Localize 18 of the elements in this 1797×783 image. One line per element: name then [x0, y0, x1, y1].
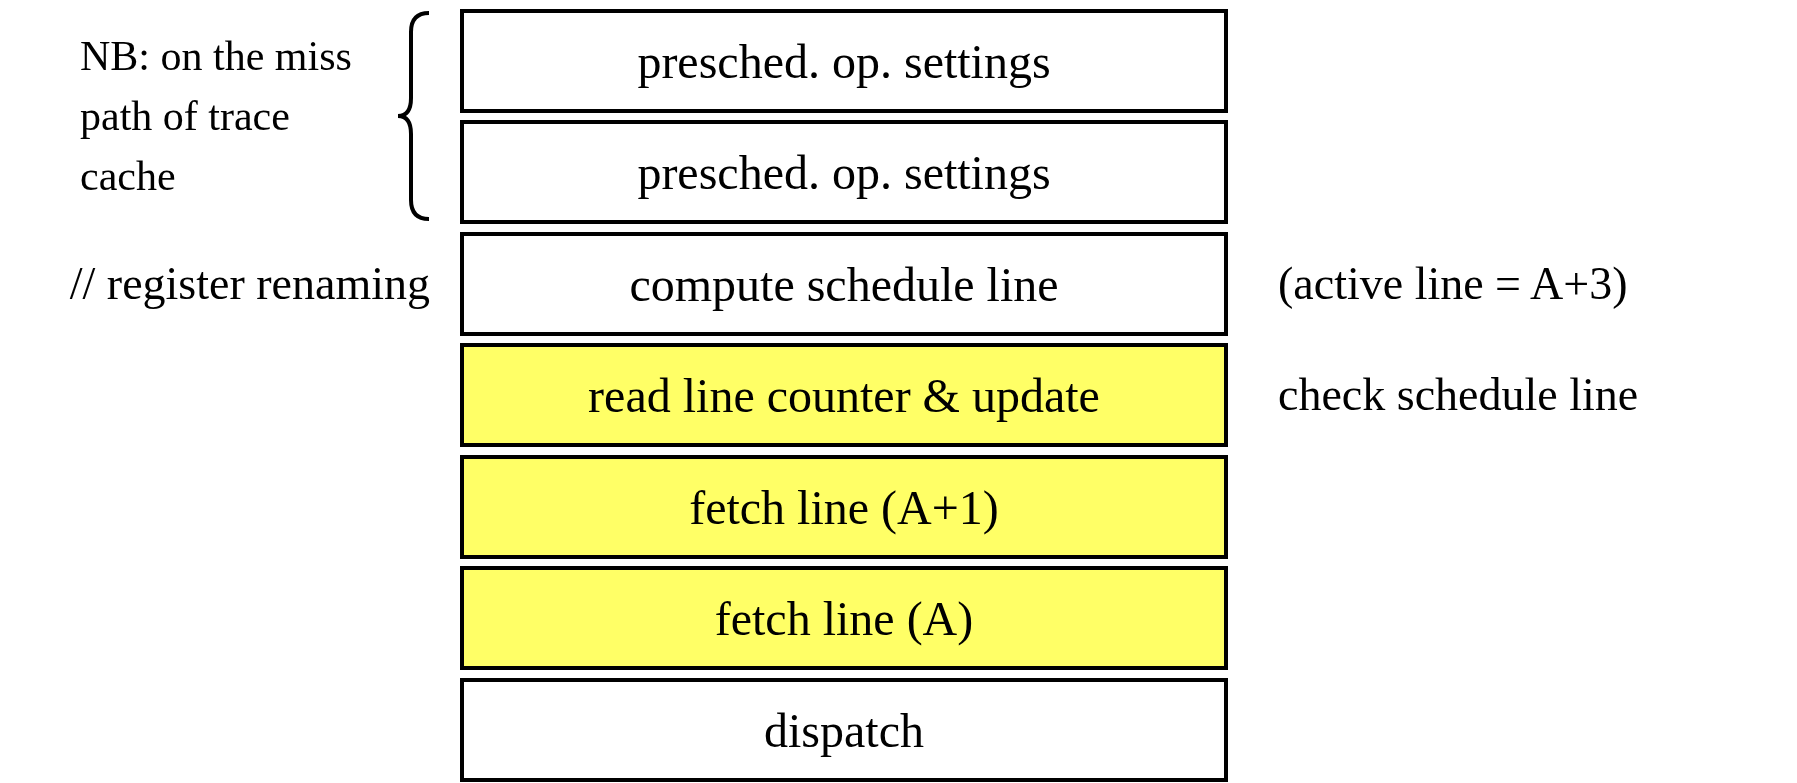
box-label: fetch line (A): [714, 590, 974, 646]
box-label: presched. op. settings: [637, 33, 1051, 89]
side-note: check schedule line: [1278, 372, 1639, 418]
box-label: fetch line (A+1): [689, 479, 999, 535]
process-box: [460, 566, 1228, 670]
box-label: presched. op. settings: [637, 144, 1051, 200]
box-label: compute schedule line: [629, 256, 1059, 312]
side-note: (active line = A+3): [1278, 261, 1628, 307]
process-box: [460, 343, 1228, 447]
note-text: NB: on the miss path of trace cache: [80, 32, 353, 201]
process-box: [460, 9, 1228, 113]
process-box: [460, 120, 1228, 224]
process-box: [460, 678, 1228, 782]
box-label: read line counter & update: [588, 367, 1100, 423]
process-box: [460, 232, 1228, 336]
box-label: dispatch: [764, 702, 924, 758]
process-box: [460, 455, 1228, 559]
side-note: // register renaming: [69, 261, 430, 307]
